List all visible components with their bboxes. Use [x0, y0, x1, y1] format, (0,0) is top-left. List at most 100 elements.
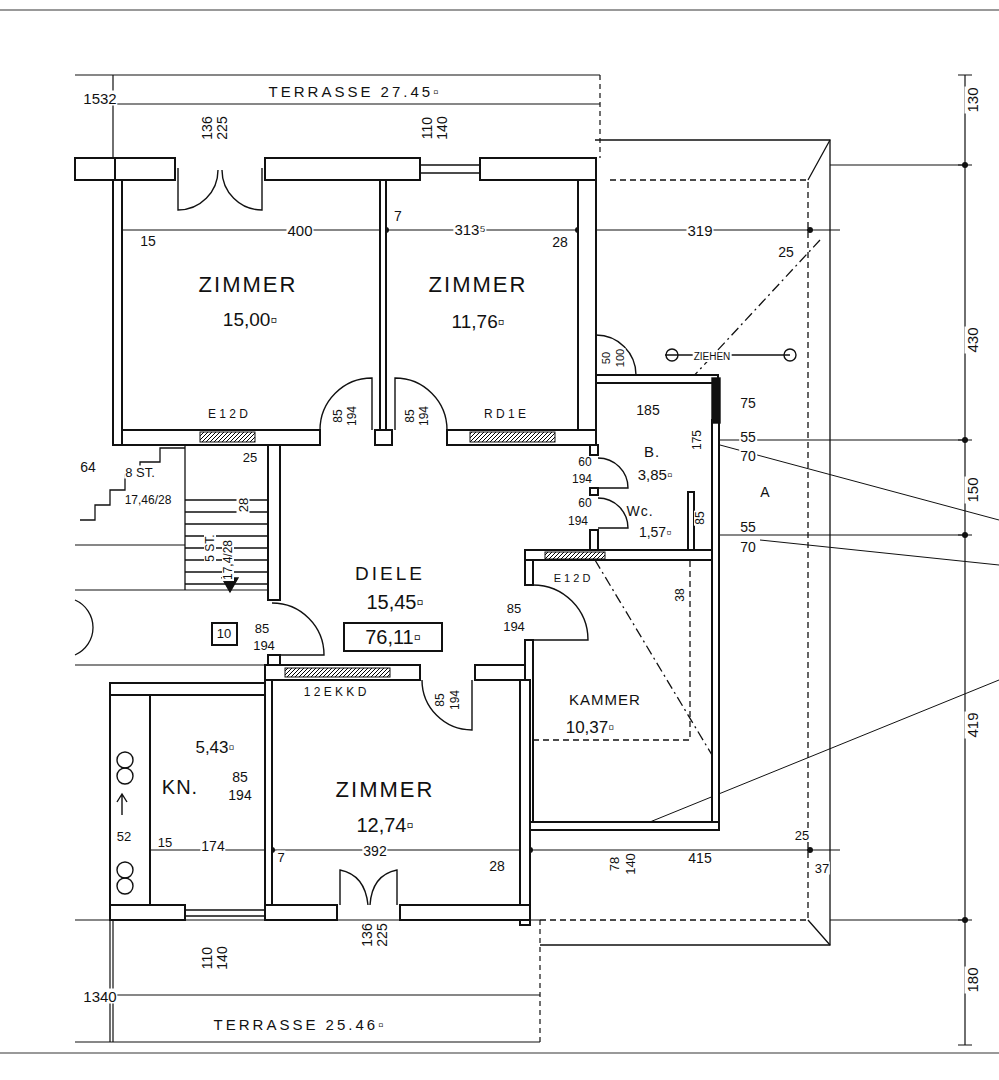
dimension-label: 140 — [215, 945, 229, 970]
wall — [265, 665, 420, 680]
dimension-label: 174 — [200, 839, 225, 853]
dimension-label: 194 — [571, 473, 593, 485]
page-frame — [0, 10, 999, 1053]
room-name: 5,43▫ — [195, 739, 234, 758]
room-size: 3,85▫ — [638, 467, 673, 484]
dimension-label: 1340 — [82, 989, 117, 1004]
room-size: 10,37▫ — [566, 719, 615, 738]
area-box: 76,11▫ — [343, 622, 443, 652]
room-area: ZIMMER11,76▫ — [386, 180, 578, 430]
dimension-label: 1532 — [82, 91, 117, 106]
stair-symbol — [80, 448, 185, 520]
dimension-label: 392 — [362, 844, 387, 858]
dimension-label: 110 — [200, 946, 214, 970]
dimension-label: R D 1 E — [483, 408, 527, 420]
dimension-label: 85 — [231, 770, 249, 784]
wall — [268, 655, 280, 665]
roof-overhang — [808, 140, 830, 945]
dimension-label: 194 — [502, 620, 526, 633]
dimension-label: 319 — [686, 223, 713, 238]
meter-box — [200, 432, 255, 442]
wall — [578, 180, 596, 445]
wall — [520, 680, 530, 925]
dimension-label: 225 — [375, 922, 389, 947]
room-area: Wc.1,57▫ — [598, 493, 688, 550]
dimension-label: 180 — [965, 966, 980, 993]
dimension-line — [110, 230, 840, 850]
dimension-label: 85 — [404, 408, 416, 423]
room-name: KAMMER — [569, 692, 641, 709]
dimension-label: 55 — [739, 520, 757, 534]
installation-symbol — [117, 878, 133, 894]
room-name: TERRASSE 27.45▫ — [269, 84, 442, 101]
dimension-label: 17,4/28 — [222, 539, 234, 581]
installation-symbol — [784, 349, 796, 361]
room-name: 10 — [217, 627, 231, 641]
room-area: ZIMMER15,00▫ — [122, 180, 380, 430]
dimension-line — [599, 75, 600, 158]
dimension-label: 5 ST. — [204, 533, 216, 562]
dimension-label: ZIEHEN — [693, 352, 732, 362]
dimension-label: 25 — [794, 829, 810, 842]
room-area: TERRASSE 27.45▫ — [75, 75, 600, 158]
room-size: 12,74▫ — [356, 814, 413, 836]
door-symbol — [178, 165, 636, 916]
area-box: 10 — [211, 622, 238, 646]
wall — [525, 822, 719, 830]
room-name: ZIMMER — [336, 778, 435, 802]
stair-symbol — [75, 600, 93, 655]
dimension-tick — [962, 917, 968, 923]
wall — [480, 158, 596, 180]
dimension-label: 28 — [237, 497, 250, 513]
door-symbol — [340, 870, 397, 905]
room-size: 11,76▫ — [452, 312, 505, 333]
room-name: 76,11▫ — [365, 626, 421, 648]
dimension-label: 400 — [286, 223, 313, 238]
stair-symbol — [185, 500, 268, 584]
door-symbol — [596, 335, 636, 375]
dimension-label: 110 — [420, 116, 434, 140]
dimension-tick — [962, 162, 968, 168]
dimension-label: 313⁵ — [453, 222, 486, 237]
dimension-label: 194 — [346, 405, 358, 427]
dimension-label: 70 — [739, 540, 757, 554]
dimension-label: 60 — [577, 497, 592, 509]
wall — [265, 158, 420, 180]
wall — [590, 488, 598, 495]
stair-symbol — [75, 445, 268, 655]
wall — [113, 180, 122, 445]
room-size: 15,45▫ — [366, 591, 423, 613]
wall — [265, 680, 272, 905]
dimension-label: 100 — [615, 348, 626, 368]
room-size: 1,57▫ — [639, 525, 671, 540]
dimension-label: A — [759, 485, 770, 499]
dimension-label: 175 — [691, 429, 703, 451]
room-name: TERRASSE 25.46▫ — [214, 1017, 387, 1034]
door-symbol — [598, 458, 628, 528]
installation-symbol — [117, 752, 133, 768]
dimension-label: 140 — [624, 852, 637, 876]
dimension-label: 1 2 E K K D — [303, 686, 368, 698]
dimension-label: 38 — [674, 587, 686, 602]
wall — [110, 695, 150, 905]
dimension-label: 28 — [488, 859, 506, 873]
installation-symbol — [117, 794, 127, 815]
dimension-line — [718, 165, 965, 920]
dimension-label: 85 — [254, 622, 270, 635]
dimension-line — [958, 75, 972, 1045]
wall — [110, 683, 265, 695]
wall — [525, 560, 533, 585]
room-area: TERRASSE 25.46▫ — [75, 920, 540, 1042]
dimension-tick — [962, 437, 968, 443]
room-size: KN. — [162, 776, 198, 798]
wall — [590, 445, 598, 455]
door-symbol — [178, 168, 262, 210]
installation-symbol — [117, 349, 796, 894]
room-area: ZIMMER 12,74▫ — [272, 700, 520, 905]
wall — [75, 158, 115, 180]
installation-symbol — [117, 862, 133, 878]
dimension-label: 136 — [200, 115, 214, 140]
dimension-label: 130 — [965, 86, 980, 113]
dimension-line — [75, 75, 972, 1045]
